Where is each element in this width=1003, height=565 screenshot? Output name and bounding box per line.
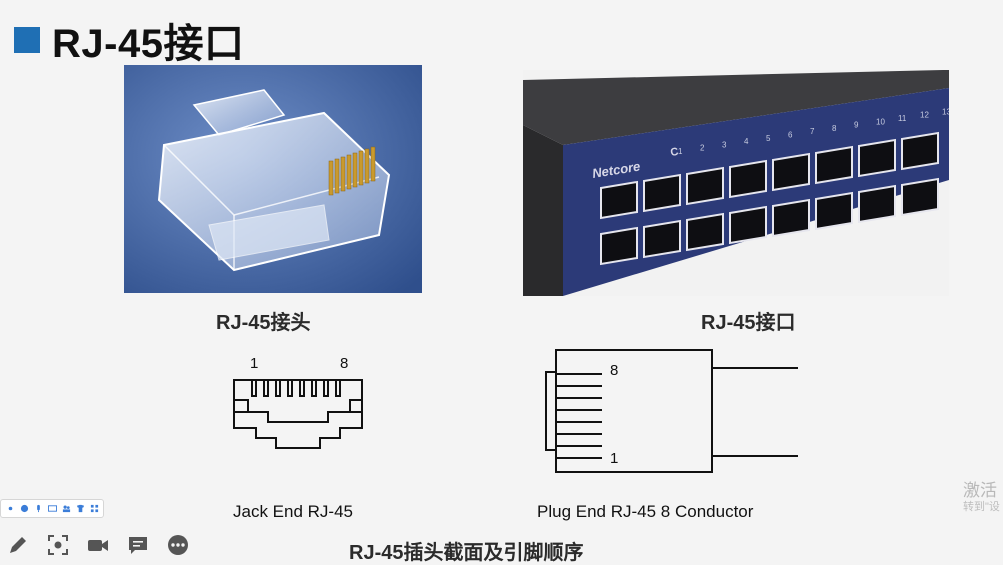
comment-tool-button[interactable]	[126, 533, 150, 557]
switch-port-number: 13	[942, 107, 949, 116]
shirt-icon[interactable]	[76, 504, 85, 513]
switch-port-number: 7	[810, 127, 815, 136]
switch-port-number: 6	[788, 131, 793, 140]
jack-pin-8-label: 8	[340, 355, 349, 372]
more-icon	[168, 535, 188, 555]
title-text: RJ-45接口	[52, 22, 245, 66]
switch-port-number: 11	[898, 114, 907, 123]
activation-watermark: 激活	[963, 481, 997, 500]
plug-pin-1-label: 1	[610, 450, 619, 467]
pen-icon	[10, 537, 26, 553]
switch-port	[686, 212, 724, 252]
switch-port	[901, 131, 939, 171]
switch-port	[858, 138, 896, 178]
switch-port-numbers: 12345678910111213141516	[678, 107, 949, 156]
switch-port-number: 4	[744, 137, 749, 146]
switch-port	[772, 152, 810, 192]
emoji-icon[interactable]	[20, 504, 29, 513]
switch-port	[815, 145, 853, 185]
slide-title: RJ-45接口	[14, 14, 244, 66]
caption-port-photo: RJ-45接口	[701, 312, 796, 334]
pen-tool-button[interactable]	[6, 533, 30, 557]
switch-port	[901, 177, 939, 217]
sparkle-icon[interactable]	[6, 504, 15, 513]
camera-icon	[88, 540, 108, 551]
mini-floating-toolbar[interactable]	[0, 499, 104, 518]
switch-brand-text: Netcore	[591, 159, 641, 181]
switch-port	[815, 191, 853, 231]
switch-port	[772, 198, 810, 238]
switch-port-number: 5	[766, 134, 771, 143]
plug-end-label: Plug End RJ-45 8 Conductor	[537, 502, 754, 521]
jack-end-label: Jack End RJ-45	[233, 502, 353, 521]
plug-pin-8-label: 8	[610, 362, 619, 379]
activation-watermark-sub: 转到"设	[963, 501, 1000, 513]
switch-port-number: 10	[876, 117, 885, 126]
comment-icon	[129, 537, 147, 554]
switch-port	[643, 219, 681, 259]
switch-port	[729, 159, 767, 199]
switch-port-number: 1	[678, 147, 683, 156]
switch-port	[600, 180, 638, 220]
jack-end-diagram	[233, 379, 363, 449]
switch-port-number: 3	[722, 140, 727, 149]
microphone-icon[interactable]	[34, 504, 43, 513]
focus-tool-button[interactable]	[46, 533, 70, 557]
switch-port	[686, 166, 724, 206]
switch-port-number: 9	[854, 121, 859, 130]
grid-icon[interactable]	[90, 504, 99, 513]
more-tool-button[interactable]	[166, 533, 190, 557]
caption-plug-photo: RJ-45接头	[216, 312, 311, 334]
camera-tool-button[interactable]	[86, 533, 110, 557]
switch-port-number: 8	[832, 124, 837, 133]
plug-end-diagram	[545, 349, 798, 473]
switch-port	[643, 173, 681, 213]
network-switch-photo: Netcore C 12345678910111213141516	[523, 70, 949, 296]
switch-ports	[600, 131, 939, 266]
switch-power-label: C	[670, 146, 680, 159]
users-icon[interactable]	[62, 504, 71, 513]
switch-port-number: 12	[920, 111, 929, 120]
switch-port-number: 2	[700, 144, 705, 153]
rj45-plug-photo	[124, 65, 422, 293]
switch-port	[600, 226, 638, 266]
title-bullet-square	[14, 27, 40, 53]
jack-pin-1-label: 1	[250, 355, 259, 372]
bottom-caption: RJ-45插头截面及引脚顺序	[349, 542, 584, 564]
switch-port	[858, 184, 896, 224]
focus-icon	[48, 535, 68, 555]
presentation-toolbar	[0, 530, 200, 560]
switch-port	[729, 205, 767, 245]
keyboard-icon[interactable]	[47, 504, 57, 513]
